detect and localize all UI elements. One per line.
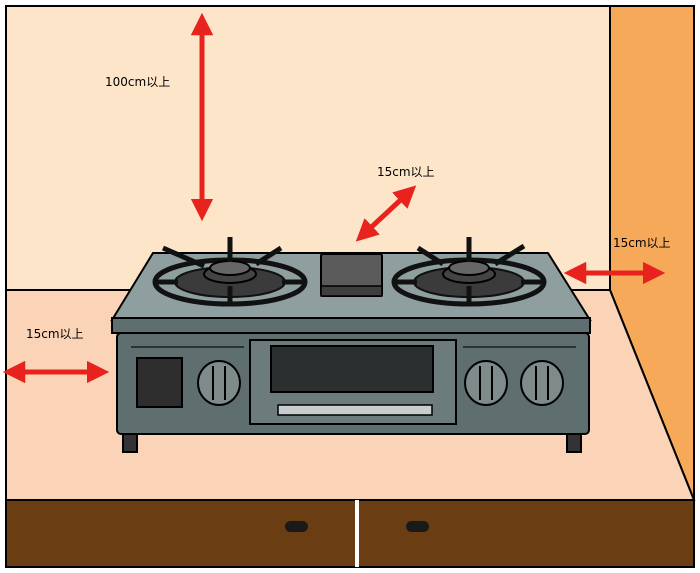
label-left-clearance: 15cm以上 xyxy=(26,327,84,341)
ignition-box xyxy=(136,357,183,408)
label-top-clearance: 100cm以上 xyxy=(105,75,170,89)
cabinet-handle-left xyxy=(285,521,308,532)
back-wall xyxy=(5,5,611,291)
arrow-back-clearance xyxy=(355,185,417,242)
burner-left xyxy=(152,237,308,307)
cabinet xyxy=(5,499,695,568)
grill-window xyxy=(270,345,434,393)
cabinet-handle-right xyxy=(406,521,429,532)
label-right-clearance: 15cm以上 xyxy=(613,236,671,250)
burner-right xyxy=(391,237,547,307)
knob-left xyxy=(197,360,241,406)
stove-rim xyxy=(111,317,591,334)
gas-stove-icon xyxy=(110,237,592,453)
label-back-clearance: 15cm以上 xyxy=(377,165,435,179)
knob-right-1 xyxy=(464,360,508,406)
grill-handle xyxy=(277,404,433,416)
knob-right-2 xyxy=(520,360,564,406)
